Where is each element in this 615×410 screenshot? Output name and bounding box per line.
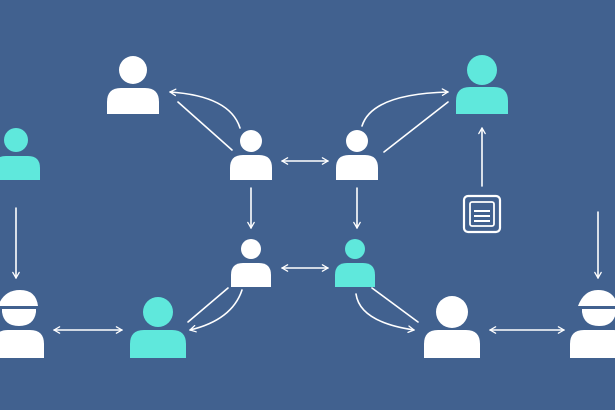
person-icon [436,296,468,328]
person-body [0,156,40,180]
person-center-upper-left [230,130,272,180]
person-body [335,263,375,287]
person-icon [346,130,368,152]
person-icon [241,239,261,259]
person-center-lower-right [335,239,375,287]
edge-lower-right-curve [355,293,415,333]
person-body [570,330,615,358]
person-center-lower-left [231,239,271,287]
person-center-upper-right [336,130,378,180]
person-bottom-right-helmet [570,290,615,358]
person-body [456,87,508,114]
edge-center-to-top-left-diagonal [177,101,233,151]
document-inner-frame [469,201,495,227]
person-icon [467,55,497,85]
person-icon [119,56,147,84]
person-bottom-right-center [424,296,480,358]
edge-lower-left-curve [189,289,243,333]
person-icon [143,297,173,327]
person-bottom-left-helmet [0,290,44,358]
person-body [424,330,480,358]
edge-lower-right-diagonal [371,287,419,323]
person-body [107,88,159,114]
person-body [230,155,272,180]
edge-lower-left-diagonal [187,287,229,323]
person-icon [4,128,28,152]
edge-center-to-top-left [169,88,241,129]
person-icon [240,130,262,152]
person-head [582,309,615,326]
person-bottom-left-center [130,297,186,358]
person-top-left [107,56,159,114]
person-left-edge [0,128,40,180]
person-icon [345,239,365,259]
person-body [0,330,44,358]
edge-center-to-top-right-diagonal [383,101,449,153]
person-body [231,263,271,287]
person-top-right [456,55,508,114]
document-icon [462,194,502,234]
person-head [2,309,36,326]
connectors [12,88,602,334]
helmet-icon [578,290,615,306]
person-body [130,330,186,358]
helmet-icon [0,290,38,306]
document-card [462,194,502,234]
person-body [336,155,378,180]
edge-center-to-top-right [361,88,449,127]
